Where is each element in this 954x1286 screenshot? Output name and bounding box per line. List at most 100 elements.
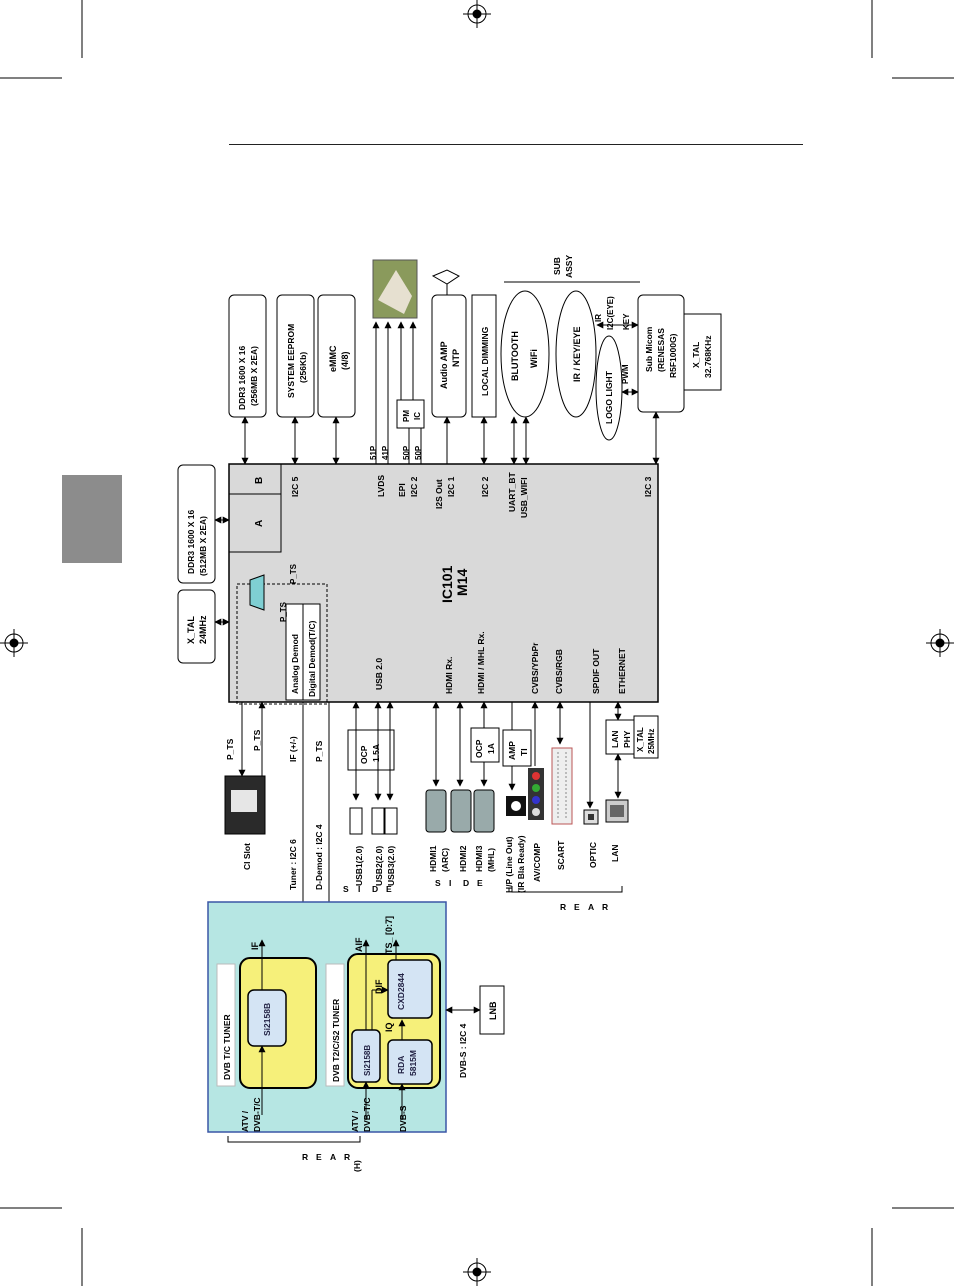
xtal-32k-box: [683, 313, 722, 391]
ddr3-main-line1: DDR3 1600 X 16: [186, 509, 196, 574]
soc-name: IC101: [439, 565, 455, 603]
usb2-port-icon: [371, 807, 385, 835]
dashed-ts-path: [236, 583, 328, 705]
audio-amp-line2: NTP: [451, 349, 461, 367]
io-pts-2: P_TS: [252, 729, 262, 751]
t-if-label: IF: [250, 941, 260, 950]
sig-spdif: SPDIF OUT: [591, 648, 601, 694]
scart-connector-icon: [551, 747, 573, 825]
ocp1-line2: 1A: [486, 743, 496, 754]
logo-light-label: LOGO LIGHT: [604, 370, 614, 424]
sig-i2c2a: I2C 2: [409, 476, 419, 497]
local-dimming-label: LOCAL DIMMING: [480, 326, 490, 396]
header-rule: [229, 144, 803, 145]
sig-cvbs-ypbpr: CVBS/YPbPr: [530, 642, 540, 694]
xtal-25mhz-box: [633, 715, 659, 759]
aif-label: AIF: [354, 937, 364, 952]
ocp15-line1: OCP: [359, 745, 369, 764]
ddr3-main-box: [177, 464, 216, 584]
key-label: KEY: [622, 313, 631, 330]
rda-line2: 5815M: [408, 1050, 418, 1076]
lnb-box: [479, 985, 505, 1035]
dvbs-i2c4-label: DVB-S : I2C 4: [458, 1023, 468, 1078]
sig-lvds: LVDS: [376, 475, 386, 497]
av-jack-blue: [532, 796, 540, 804]
pin-50p-a: 50P: [402, 445, 411, 460]
rear-label: R E A R: [560, 902, 608, 912]
sub-assy-line1: SUB: [552, 257, 562, 275]
ts-mux-buffer: [249, 574, 265, 611]
dvb-tc-title: DVB T/C TUNER: [222, 1014, 232, 1080]
dvb-s2-title-box: [325, 963, 345, 1087]
ocp1-line1: OCP: [474, 739, 484, 758]
xtal-24-line2: 24MHz: [198, 615, 208, 644]
amp-ti-line2: TI: [519, 748, 529, 756]
eeprom-line1: SYSTEM EEPROM: [286, 324, 296, 398]
hdmi2-label: HDMI2: [458, 845, 468, 872]
usb3-port-icon: [384, 807, 398, 835]
registration-target-right: [926, 629, 954, 657]
ts-bus-label: TS_ [0:7]: [384, 916, 394, 954]
si2158b-label-2: Si2158B: [363, 1045, 372, 1076]
rear-h-label: R E A R: [302, 1152, 350, 1162]
sub-micom-line2: (RENESAS: [656, 328, 666, 372]
sig-ethernet: ETHERNET: [617, 647, 627, 694]
panel-image-detail: [378, 270, 412, 314]
xtal-32k-line1: X_TAL: [691, 342, 701, 368]
side-label-hdmi: S I D E: [435, 878, 483, 888]
hdmi2-port-icon: [450, 789, 472, 833]
sig-i2c2b: I2C 2: [480, 476, 490, 497]
io-pts-1: P_TS: [225, 738, 235, 760]
pin-50p-b: 50P: [414, 445, 423, 460]
soc-model: M14: [454, 569, 470, 596]
sig-i2c1: I2C 1: [446, 476, 456, 497]
digital-demod-label: Digital Demod(T/C): [307, 620, 317, 697]
dvb-s2-title: DVB T2/C/S2 TUNER: [331, 999, 341, 1082]
pin-41p: 41P: [381, 445, 390, 460]
ir-key-module: [555, 290, 597, 418]
dif-label: DIF: [374, 979, 384, 994]
ir-label: IR: [594, 314, 603, 322]
sig-uart-bt: UART_BT: [507, 472, 517, 512]
amp-ti-line1: AMP: [507, 741, 517, 760]
hdmi1-port-icon: [425, 789, 447, 833]
emmc-line2: (4/8): [340, 351, 350, 370]
av-jack-green: [532, 784, 540, 792]
xtal-32k-line2: 32.768KHz: [703, 335, 713, 378]
t-input-line2: DVB-T/C: [252, 1098, 262, 1132]
sig-i2s-out: I2S Out: [434, 479, 444, 509]
i2c-eye-label: I2C(EYE): [606, 296, 615, 330]
eeprom-line2: (256Kb): [298, 352, 308, 383]
s-input-line2: DVB-T/C: [362, 1098, 372, 1132]
amp-ti-box: [502, 729, 532, 767]
sig-hdmi-rx: HDMI Rx.: [444, 657, 454, 694]
if-pm-label: IF (+/-): [288, 736, 298, 762]
registration-target-left: [0, 629, 28, 657]
sig-usb-wifi: USB_WIFI: [519, 477, 529, 518]
pm-ic-line2: IC: [413, 412, 422, 420]
usb2-label: USB2(2.0): [374, 846, 384, 886]
local-dimming-box: [471, 294, 497, 418]
tuner-i2c6-label: Tuner : I2C 6: [288, 839, 298, 890]
ddr3-sub-box: [228, 294, 267, 418]
lnb-label: LNB: [488, 1001, 498, 1020]
sig-cvbs-rgb: CVBS/RGB: [554, 649, 564, 694]
ocp15-line2: 1.5A: [371, 744, 381, 762]
rda5815m-chip: [387, 1039, 433, 1085]
optic-port-inner: [588, 814, 594, 820]
lan-phy-line1: LAN: [610, 731, 620, 748]
hdmi3-line1: HDMI3: [474, 845, 484, 872]
si2158b-chip-1: [247, 989, 287, 1047]
xtal-24mhz-box: [177, 589, 216, 664]
ddemod-i2c4-label: D-Demod : I2C 4: [314, 824, 324, 890]
av-comp-jack-icon: [528, 768, 544, 820]
hdmi1-line1: HDMI1: [428, 845, 438, 872]
hdmi3-port-icon: [473, 789, 495, 833]
rear-h-suffix: (H): [352, 1160, 362, 1172]
xtal-25-line1: X_TAL: [636, 727, 645, 752]
sig-hdmi-mhl: HDMI / MHL Rx.: [476, 631, 486, 694]
ddr3-sub-line1: DDR3 1600 X 16: [237, 345, 247, 410]
registration-target-bottom: [463, 1258, 491, 1286]
